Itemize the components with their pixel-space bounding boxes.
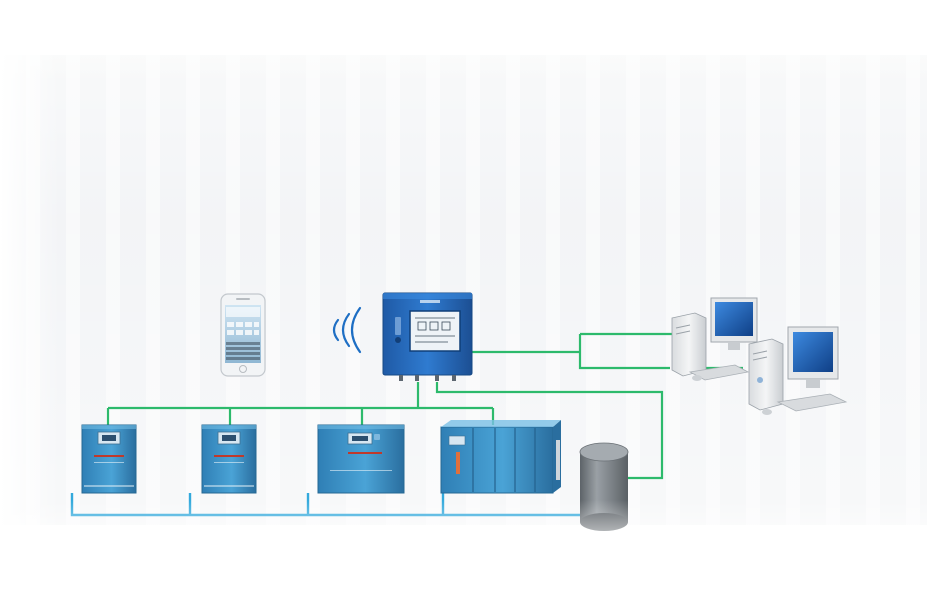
desktop-computer-icon (748, 326, 848, 415)
wireless-signal-icon (332, 306, 362, 354)
network-line-tank (435, 382, 664, 480)
background-fade-top (0, 0, 927, 80)
air-compressor-icon (440, 420, 561, 494)
desktop-computer-icon (671, 297, 758, 381)
background-fade-bottom (0, 500, 927, 600)
air-compressor-icon (201, 424, 257, 494)
smartphone-icon (220, 293, 266, 377)
control-cabinet-icon (382, 292, 473, 381)
network-line-computer-1 (578, 334, 670, 370)
air-compressor-icon (317, 424, 405, 494)
factory-background (0, 55, 927, 525)
air-compressor-icon (81, 424, 137, 494)
